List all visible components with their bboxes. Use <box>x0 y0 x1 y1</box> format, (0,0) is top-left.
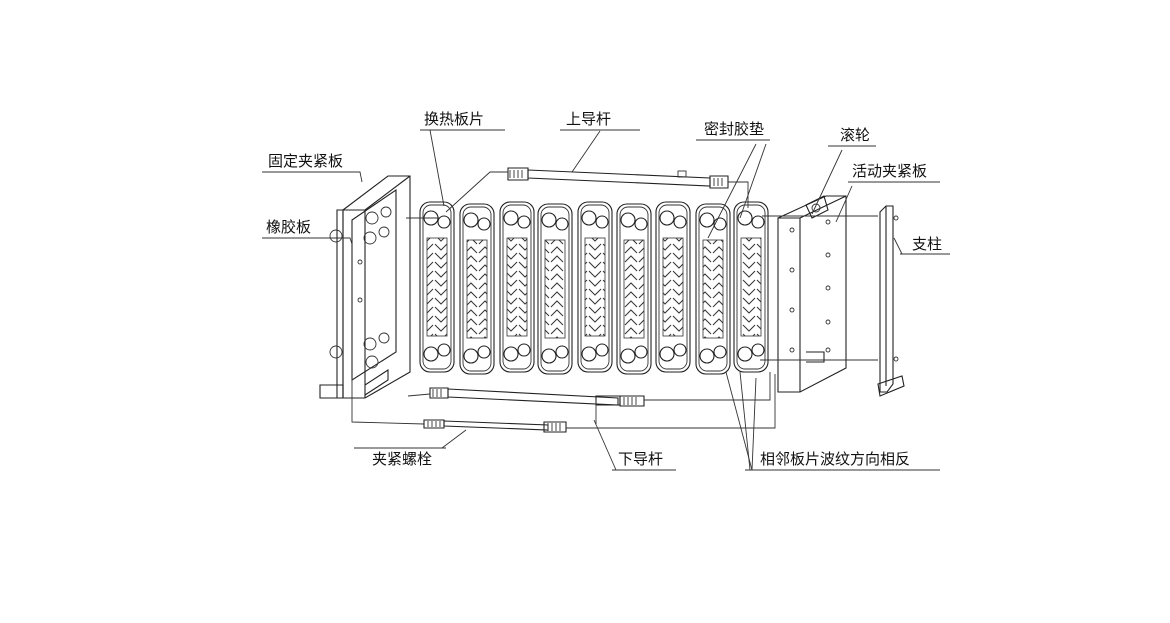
label-support-column: 支柱 <box>912 235 943 253</box>
label-rubber-plate: 橡胶板 <box>266 218 312 236</box>
heat-exchange-plate <box>577 201 613 373</box>
label-fixed-clamping-plate: 固定夹紧板 <box>268 152 344 170</box>
lower-guide-bar <box>429 387 645 407</box>
clamping-bolt <box>423 419 567 433</box>
heat-exchange-plates <box>419 201 769 375</box>
heat-exchange-plate <box>695 203 731 375</box>
heat-exchange-plate <box>419 201 455 373</box>
label-opposite-corrugation: 相邻板片波纹方向相反 <box>760 450 911 468</box>
label-clamping-bolt: 夹紧螺栓 <box>372 450 433 468</box>
heat-exchange-plate <box>655 201 691 373</box>
fixed-clamping-plate <box>319 175 411 399</box>
label-gasket: 密封胶垫 <box>704 120 765 138</box>
heat-exchange-plate <box>499 201 535 373</box>
label-movable-clamping-plate: 活动夹紧板 <box>852 162 928 180</box>
rubber-plate <box>351 188 397 382</box>
leader-lines <box>262 129 950 471</box>
label-roller: 滚轮 <box>840 126 871 144</box>
heat-exchange-plate <box>616 203 652 375</box>
label-heat-exchange-plate: 换热板片 <box>424 110 485 128</box>
label-upper-guide-bar: 上导杆 <box>566 110 612 128</box>
heat-exchange-plate <box>537 203 573 375</box>
heat-exchange-plate <box>459 203 495 375</box>
label-lower-guide-bar: 下导杆 <box>618 450 664 468</box>
support-column <box>877 205 905 397</box>
movable-clamping-plate <box>777 195 847 393</box>
heat-exchange-plate <box>733 201 769 373</box>
upper-guide-bar <box>507 167 729 189</box>
